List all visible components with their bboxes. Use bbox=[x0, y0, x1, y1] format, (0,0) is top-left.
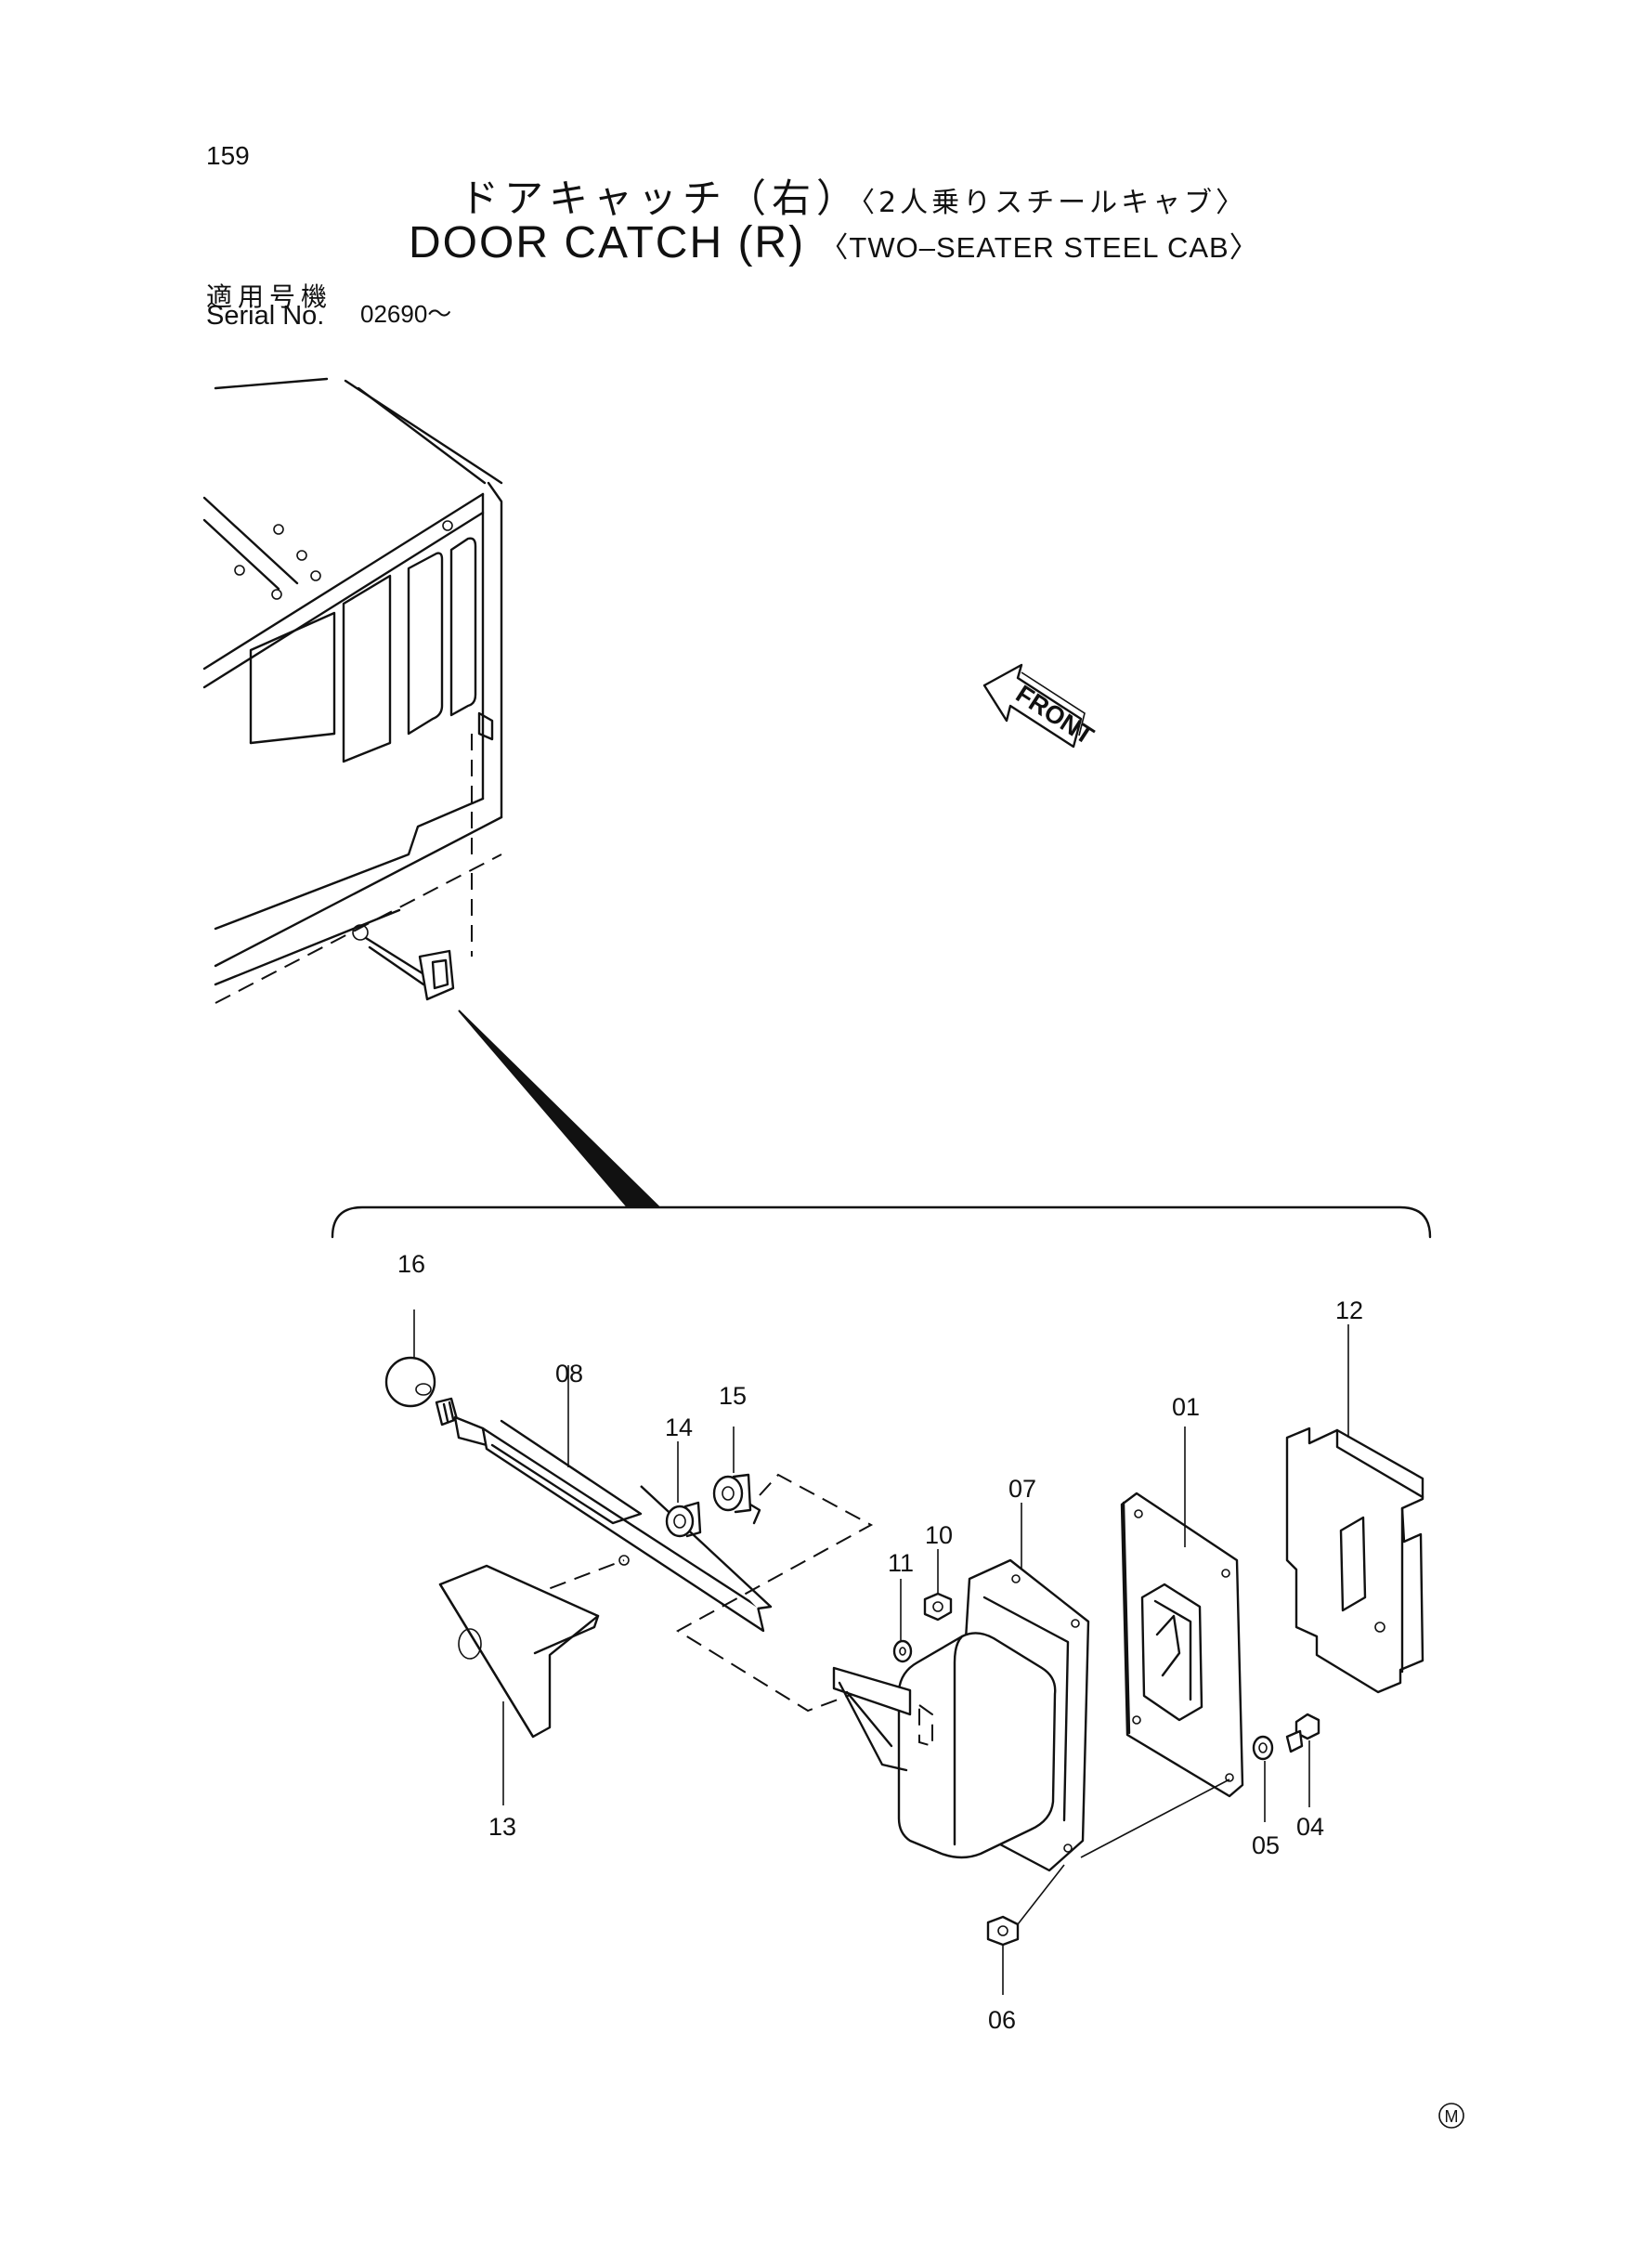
title-jp-main: ドアキャッチ（右） bbox=[460, 176, 862, 221]
serial-value: 02690～ bbox=[360, 300, 452, 328]
front-arrow-icon: FRONT bbox=[982, 663, 1099, 750]
bolt-axis-line bbox=[1080, 1778, 1230, 1858]
m-mark-icon: M bbox=[1438, 2103, 1464, 2129]
part-14-collar bbox=[665, 1441, 702, 1538]
detail-bracket bbox=[331, 1205, 1432, 1239]
title-english: DOOR CATCH (R) 〈TWO–SEATER STEEL CAB〉 bbox=[409, 217, 1259, 268]
page-number: 159 bbox=[206, 141, 250, 170]
title-japanese: ドアキャッチ（右）〈2人乗りスチールキャブ〉 bbox=[460, 167, 1247, 224]
part-01-plate bbox=[1120, 1427, 1244, 1798]
callout-08: 08 bbox=[555, 1360, 583, 1388]
callout-15: 15 bbox=[719, 1382, 747, 1410]
title-en-main: DOOR CATCH (R) bbox=[409, 218, 806, 267]
m-mark-letter: M bbox=[1445, 2107, 1459, 2126]
cab-illustration bbox=[202, 377, 503, 1004]
part-13-bracket bbox=[438, 1564, 600, 1805]
part-07-catch-housing bbox=[832, 1503, 1090, 1872]
callout-11: 11 bbox=[888, 1549, 914, 1577]
part-15-collar bbox=[712, 1427, 761, 1525]
callout-04: 04 bbox=[1296, 1813, 1324, 1841]
callout-16: 16 bbox=[397, 1250, 425, 1278]
callout-13: 13 bbox=[488, 1813, 516, 1841]
assembly-line-rod bbox=[676, 1473, 874, 1713]
callout-07: 07 bbox=[1008, 1475, 1036, 1503]
callout-10: 10 bbox=[925, 1521, 953, 1549]
callout-05: 05 bbox=[1252, 1831, 1280, 1859]
callout-01: 01 bbox=[1172, 1393, 1200, 1421]
serial-label-en: Serial No. bbox=[206, 301, 325, 331]
assembly-line-pin bbox=[501, 1559, 625, 1608]
part-10-nut bbox=[923, 1549, 953, 1622]
part-06-nut bbox=[986, 1864, 1065, 1995]
serial-label-jp: 適用号機 bbox=[206, 281, 333, 312]
title-en-sub: 〈TWO–SEATER STEEL CAB〉 bbox=[819, 231, 1259, 264]
callout-12: 12 bbox=[1335, 1296, 1363, 1324]
part-11-washer bbox=[892, 1579, 913, 1663]
callout-14: 14 bbox=[665, 1414, 693, 1441]
part-04-bolt bbox=[1285, 1713, 1320, 1807]
part-16-knob bbox=[384, 1309, 436, 1408]
part-12-gasket bbox=[1285, 1324, 1424, 1694]
part-05-washer bbox=[1252, 1735, 1274, 1822]
cab-catch-detail bbox=[352, 873, 473, 1001]
title-jp-sub: 〈2人乗りスチールキャブ〉 bbox=[861, 187, 1248, 219]
detail-leader bbox=[458, 1010, 662, 1208]
callout-06: 06 bbox=[988, 2006, 1016, 2034]
callout-labels: 16 08 14 15 01 12 07 10 11 13 05 04 06 bbox=[397, 1250, 1363, 2034]
